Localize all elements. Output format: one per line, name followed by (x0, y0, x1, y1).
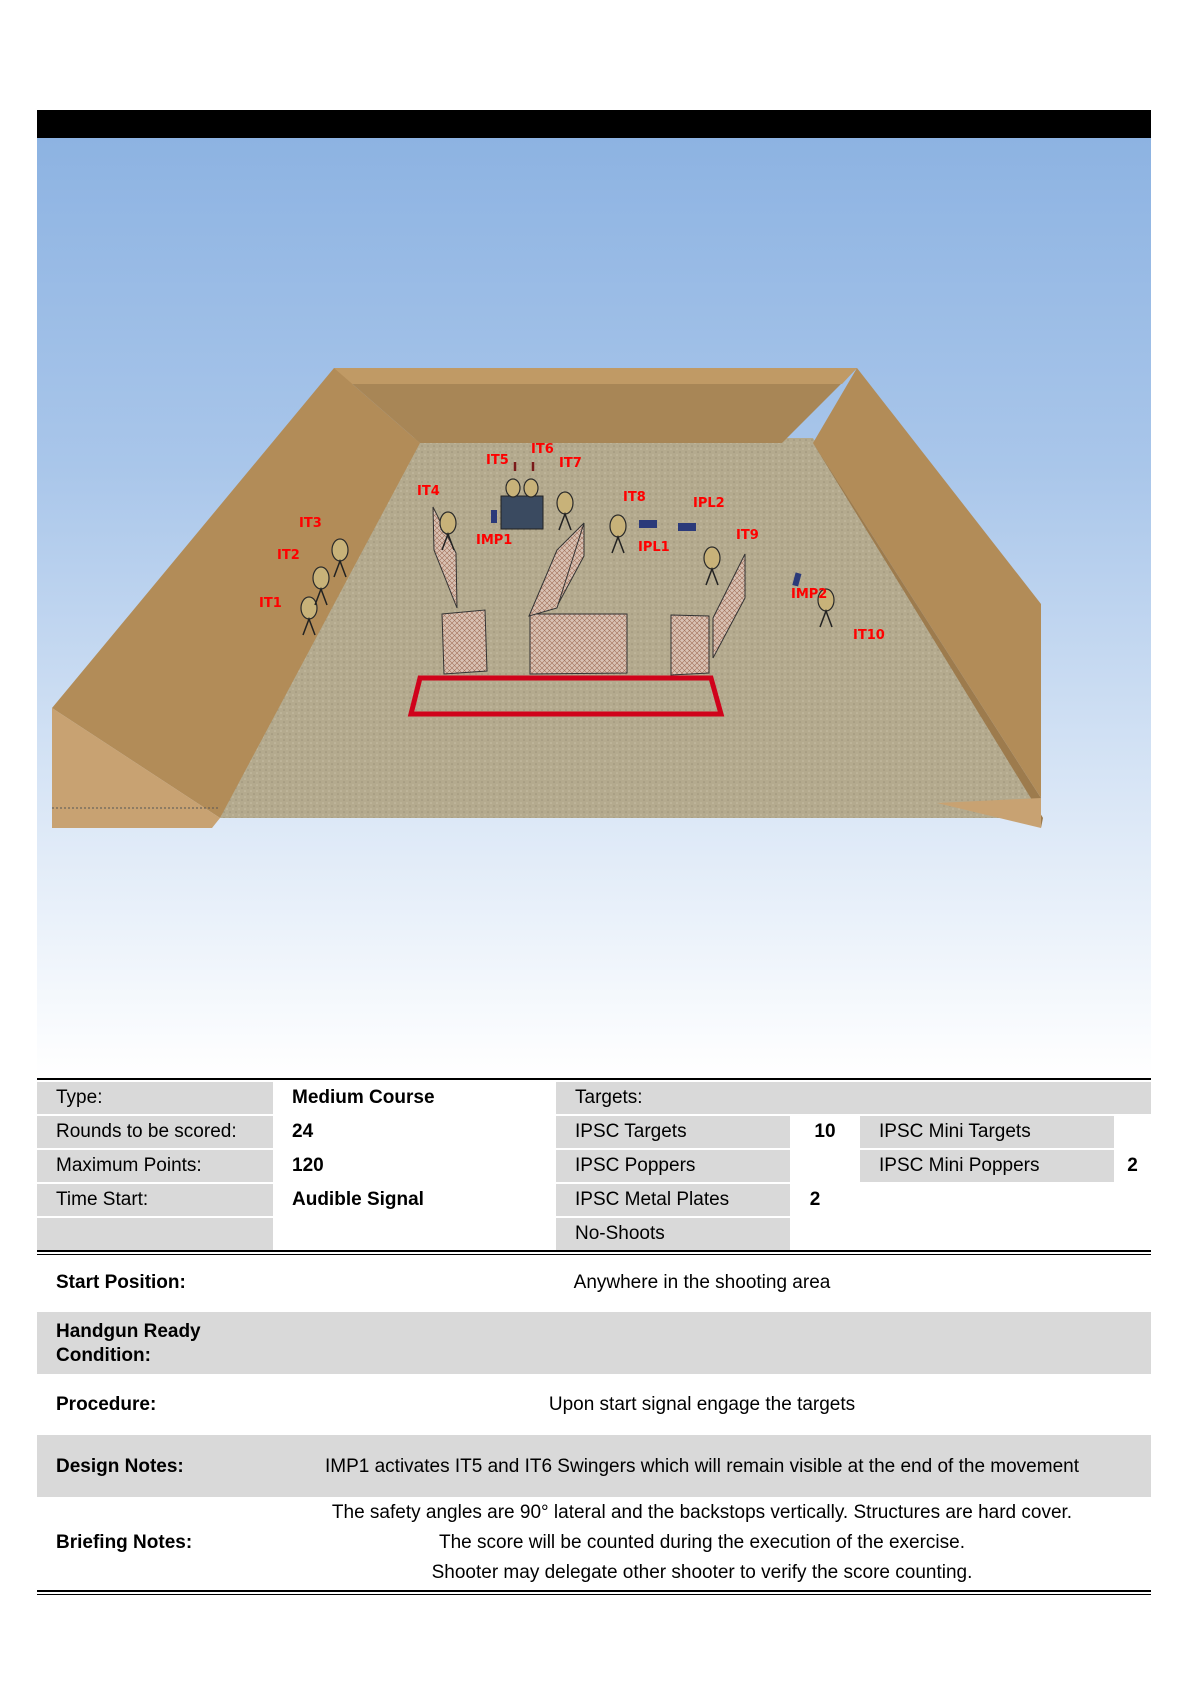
wall-center-front (529, 613, 628, 675)
label-it10: IT10 (853, 628, 885, 643)
ready-condition-row: Handgun Ready Condition: (37, 1312, 1151, 1374)
design-notes-row: Design Notes: IMP1 activates IT5 and IT6… (37, 1435, 1151, 1497)
wall-right-front (670, 614, 710, 676)
briefing-line-1: The safety angles are 90° lateral and th… (331, 1502, 1073, 1523)
wall-left-front (441, 609, 488, 675)
mini-poppers-label: IPSC Mini Poppers (860, 1150, 1114, 1182)
points-label: Maximum Points: (37, 1150, 273, 1182)
stage-diagram: IT1 IT2 IT3 IT4 IT5 IT6 IT7 IT8 IT9 IT10… (37, 138, 1151, 1076)
rounds-value: 24 (292, 1121, 314, 1142)
stage-3d-view: IT1 IT2 IT3 IT4 IT5 IT6 IT7 IT8 IT9 IT10… (52, 368, 1043, 828)
start-position-label: Start Position: (56, 1272, 186, 1293)
label-it8: IT8 (623, 490, 646, 505)
plate-ipl1 (639, 520, 657, 528)
label-ipl1: IPL1 (638, 540, 670, 555)
range-floor (220, 438, 1043, 818)
targets-label: Targets: (556, 1082, 1151, 1114)
start-position-value: Anywhere in the shooting area (573, 1272, 831, 1293)
plate-ipl2 (678, 523, 696, 531)
metal-plates-label: IPSC Metal Plates (556, 1184, 790, 1216)
label-it5: IT5 (486, 453, 509, 468)
ipsc-targets-label: IPSC Targets (556, 1116, 790, 1148)
ready-condition-label-line2: Condition: (56, 1345, 151, 1366)
label-ipl2: IPL2 (693, 496, 725, 511)
time-label: Time Start: (37, 1184, 273, 1216)
label-it7: IT7 (559, 456, 582, 471)
procedure-label: Procedure: (56, 1394, 157, 1415)
type-label: Type: (37, 1082, 273, 1114)
label-it9: IT9 (736, 528, 759, 543)
time-value: Audible Signal (292, 1189, 424, 1210)
rounds-label: Rounds to be scored: (37, 1116, 273, 1148)
popper-imp1 (491, 510, 497, 523)
right-berm (813, 368, 1041, 798)
empty-label (37, 1218, 273, 1250)
header-bar (37, 110, 1151, 138)
design-notes-value: IMP1 activates IT5 and IT6 Swingers whic… (324, 1456, 1079, 1477)
shooting-box (407, 675, 725, 717)
procedure-row: Procedure: Upon start signal engage the … (37, 1374, 1151, 1435)
label-it2: IT2 (277, 548, 300, 563)
points-value: 120 (292, 1155, 324, 1176)
briefing-line-3: Shooter may delegate other shooter to ve… (431, 1562, 973, 1583)
label-it1: IT1 (259, 596, 282, 611)
label-imp2: IMP2 (791, 587, 827, 602)
briefing-notes-label: Briefing Notes: (56, 1532, 193, 1553)
ipsc-targets-value: 10 (814, 1121, 836, 1142)
ready-condition-label-line1: Handgun Ready (56, 1321, 201, 1342)
briefing-line-2: The score will be counted during the exe… (439, 1532, 965, 1553)
procedure-value: Upon start signal engage the targets (548, 1394, 856, 1415)
mini-poppers-value: 2 (1127, 1155, 1138, 1176)
wall-left-diagonal (432, 506, 458, 609)
metal-plates-value: 2 (809, 1189, 821, 1210)
mini-targets-label: IPSC Mini Targets (860, 1116, 1114, 1148)
label-it4: IT4 (417, 484, 440, 499)
wall-right-diagonal (712, 553, 746, 659)
popper-imp2 (792, 572, 802, 587)
back-berm (334, 368, 857, 443)
no-shoots-label: No-Shoots (556, 1218, 790, 1250)
briefing-notes-row: Briefing Notes: The safety angles are 90… (37, 1497, 1151, 1589)
left-berm (52, 368, 420, 818)
ipsc-poppers-label: IPSC Poppers (556, 1150, 790, 1182)
label-it3: IT3 (299, 516, 322, 531)
type-value: Medium Course (292, 1087, 435, 1108)
label-it6: IT6 (531, 442, 554, 457)
start-position-row: Start Position: Anywhere in the shooting… (37, 1254, 1151, 1312)
center-barrel-stack (500, 495, 544, 530)
label-imp1: IMP1 (476, 533, 512, 548)
design-notes-label: Design Notes: (56, 1456, 184, 1477)
